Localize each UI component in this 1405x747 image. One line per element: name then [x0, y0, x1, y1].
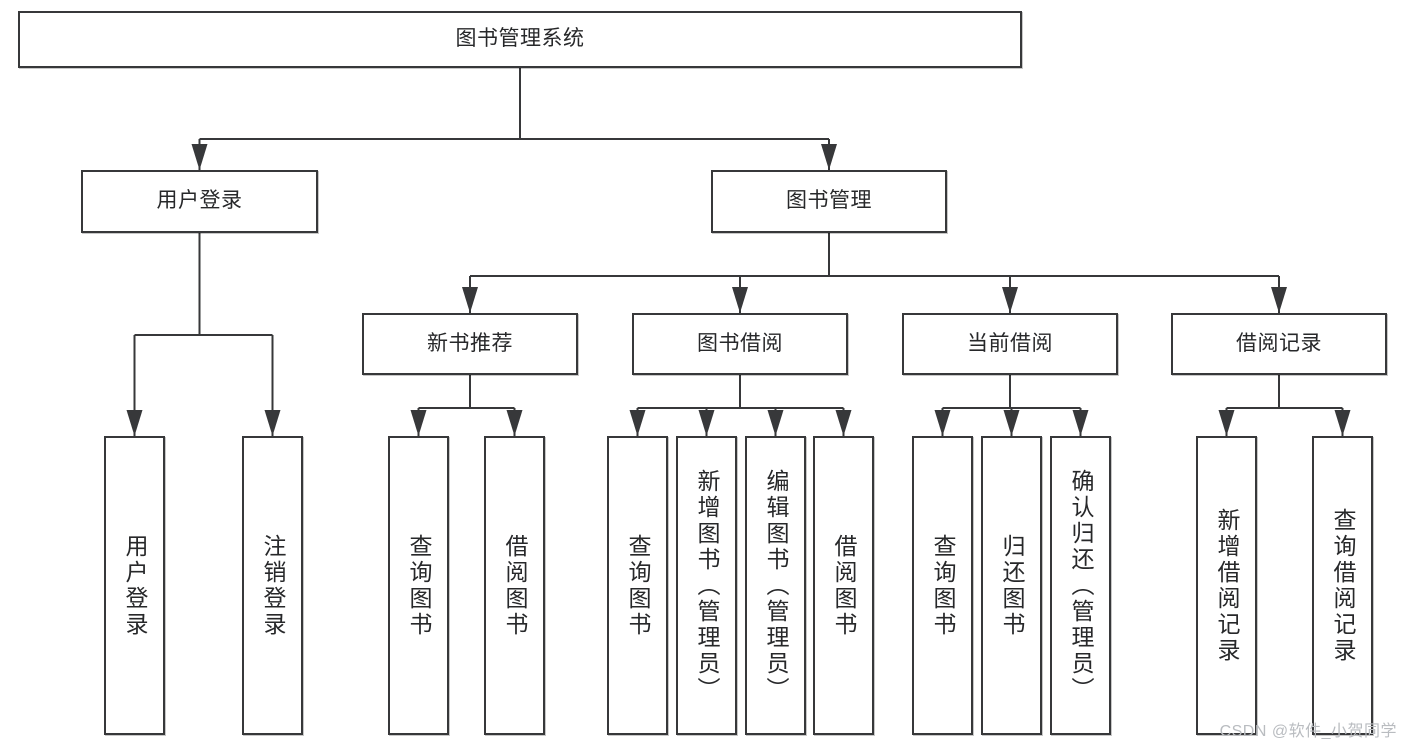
- arrowhead-icon: [1003, 410, 1020, 436]
- node-leaf-book-edit: 编辑图书（管理员）: [745, 436, 806, 735]
- watermark-label: CSDN @软件_小贺同学: [1219, 723, 1397, 740]
- arrowhead-icon: [1271, 287, 1287, 313]
- node-label: 新书推荐: [427, 331, 513, 355]
- arrowhead-icon: [264, 410, 281, 436]
- arrowhead-icon: [126, 410, 143, 436]
- node-label: 用户登录: [122, 533, 148, 638]
- node-label: 查询图书: [406, 533, 432, 638]
- arrowhead-icon: [934, 410, 951, 436]
- node-leaf-cur-query: 查询图书: [912, 436, 973, 735]
- node-label: 查询图书: [930, 533, 956, 638]
- arrowhead-icon: [1072, 410, 1089, 436]
- node-label: 图书借阅: [697, 331, 783, 355]
- arrowhead-icon: [732, 287, 748, 313]
- arrowhead-icon: [506, 410, 523, 436]
- node-book-manage: 图书管理: [711, 170, 947, 233]
- arrowhead-icon: [629, 410, 646, 436]
- node-current-borrow: 当前借阅: [902, 313, 1118, 375]
- arrowhead-icon: [462, 287, 478, 313]
- arrowhead-icon: [835, 410, 852, 436]
- node-borrow-record: 借阅记录: [1171, 313, 1387, 375]
- node-label: 确认归还（管理员）: [1068, 468, 1094, 703]
- node-label: 归还图书: [999, 533, 1025, 638]
- arrowhead-icon: [1218, 410, 1235, 436]
- arrowhead-icon: [1002, 287, 1018, 313]
- node-label: 查询借阅记录: [1330, 507, 1356, 664]
- node-label: 用户登录: [156, 189, 243, 213]
- arrowhead-icon: [698, 410, 715, 436]
- node-leaf-record-add: 新增借阅记录: [1196, 436, 1257, 735]
- node-label: 借阅图书: [502, 533, 528, 638]
- arrowhead-icon: [410, 410, 427, 436]
- node-root: 图书管理系统: [18, 11, 1022, 68]
- node-book-borrow: 图书借阅: [632, 313, 848, 375]
- node-leaf-return-book: 归还图书: [981, 436, 1042, 735]
- node-leaf-rec-query: 查询图书: [388, 436, 449, 735]
- node-label: 新增图书（管理员）: [694, 468, 720, 703]
- node-label: 查询图书: [625, 533, 651, 638]
- node-user-login: 用户登录: [81, 170, 318, 233]
- node-new-book-rec: 新书推荐: [362, 313, 578, 375]
- node-label: 借阅图书: [831, 533, 857, 638]
- node-leaf-book-add: 新增图书（管理员）: [676, 436, 737, 735]
- node-leaf-confirm-return: 确认归还（管理员）: [1050, 436, 1111, 735]
- arrowhead-icon: [1334, 410, 1351, 436]
- node-label: 借阅记录: [1236, 331, 1322, 355]
- arrowhead-icon: [821, 144, 837, 170]
- node-leaf-rec-borrow: 借阅图书: [484, 436, 545, 735]
- node-leaf-record-query: 查询借阅记录: [1312, 436, 1373, 735]
- node-label: 当前借阅: [967, 331, 1053, 355]
- node-label: 新增借阅记录: [1214, 507, 1240, 664]
- node-label: 图书管理: [786, 189, 872, 213]
- arrowhead-icon: [191, 144, 208, 170]
- node-leaf-borrow-query: 查询图书: [607, 436, 668, 735]
- node-label: 注销登录: [260, 533, 286, 638]
- node-label: 图书管理系统: [455, 27, 585, 51]
- arrowhead-icon: [767, 410, 784, 436]
- node-leaf-borrow-book: 借阅图书: [813, 436, 874, 735]
- node-leaf-logout: 注销登录: [242, 436, 303, 735]
- node-leaf-user-login: 用户登录: [104, 436, 165, 735]
- node-label: 编辑图书（管理员）: [763, 468, 789, 703]
